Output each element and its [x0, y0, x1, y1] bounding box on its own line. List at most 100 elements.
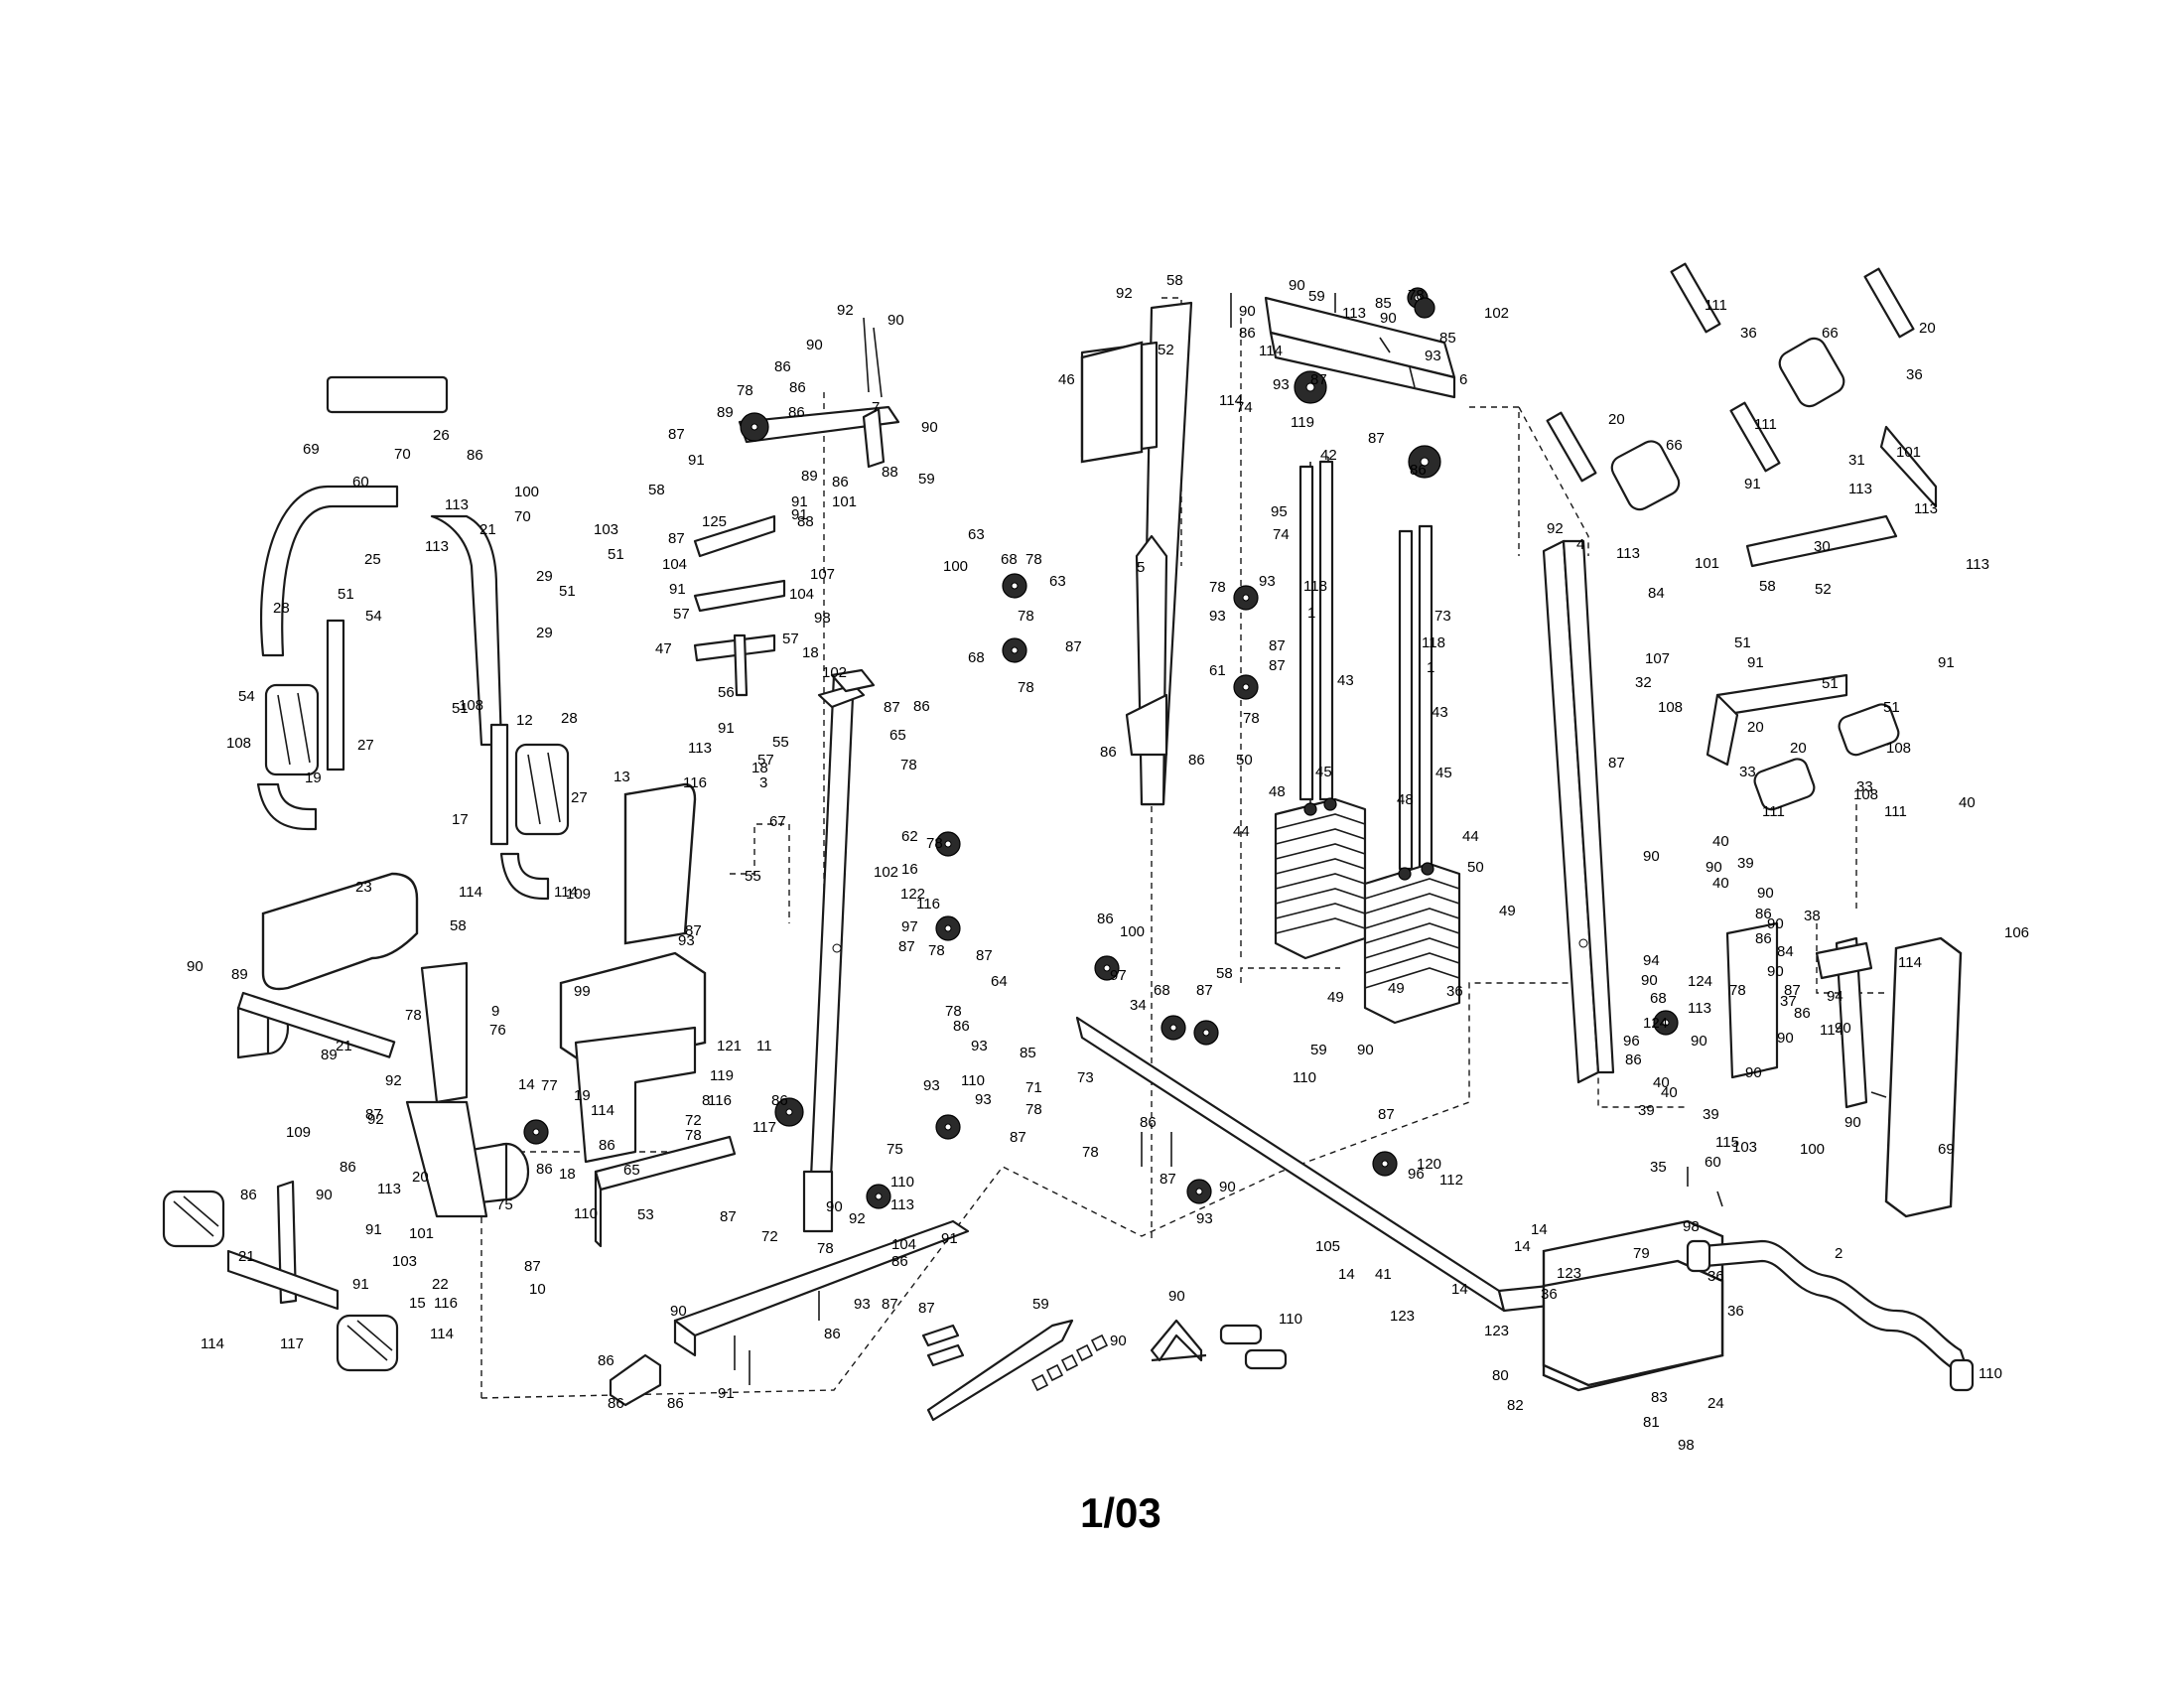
callout-label: 90: [1777, 1030, 1794, 1047]
callout-label: 78: [1209, 579, 1226, 596]
callout-label: 110: [890, 1174, 914, 1191]
callout-label: 51: [338, 586, 354, 603]
callout-label: 96: [1623, 1033, 1640, 1050]
callout-label: 52: [1158, 342, 1174, 358]
callout-label: 124: [1688, 973, 1712, 990]
callout-label: 113: [377, 1181, 401, 1197]
callout-label: 98: [814, 610, 831, 627]
callout-label: 94: [1643, 952, 1660, 969]
callout-label: 14: [1451, 1281, 1468, 1298]
callout-label: 64: [991, 973, 1008, 990]
callout-label: 93: [1259, 573, 1276, 590]
callout-label: 90: [670, 1303, 687, 1320]
callout-label: 89: [801, 468, 818, 485]
callout-label: 117: [280, 1335, 304, 1352]
callout-label: 93: [1196, 1210, 1213, 1227]
callout-label: 95: [1271, 503, 1288, 520]
callout-label: 57: [757, 752, 774, 769]
callout-label: 118: [1422, 634, 1445, 651]
callout-label: 93: [975, 1091, 992, 1108]
callout-label: 102: [1484, 305, 1509, 322]
callout-label: 49: [1388, 980, 1405, 997]
callout-label: 5: [1137, 559, 1145, 576]
callout-label: 108: [1658, 699, 1683, 716]
callout-label: 85: [1020, 1045, 1036, 1061]
callout-label: 82: [1507, 1397, 1524, 1414]
callout-label: 90: [1357, 1042, 1374, 1058]
callout-label: 90: [826, 1198, 843, 1215]
callout-label: 90: [1641, 972, 1658, 989]
callout-label: 87: [668, 426, 685, 443]
upper-right-accessories: [1546, 262, 1938, 811]
callout-label: 112: [1439, 1172, 1463, 1189]
callout-label: 86: [1100, 744, 1117, 761]
callout-label: 86: [608, 1395, 624, 1412]
callout-label: 86: [1239, 325, 1256, 342]
callout-label: 44: [1462, 828, 1479, 845]
callout-label: 72: [761, 1228, 778, 1245]
callout-label: 114: [1219, 392, 1243, 409]
callout-label: 44: [1233, 823, 1250, 840]
callout-label: 114: [201, 1335, 224, 1352]
seat-41: [1542, 1259, 1724, 1387]
seat-assembly: [574, 1026, 737, 1248]
callout-label: 16: [901, 861, 918, 878]
callout-label: 78: [737, 382, 753, 399]
callout-label: 86: [1794, 1005, 1811, 1022]
callout-label: 101: [832, 493, 857, 510]
callout-label: 87: [1196, 982, 1213, 999]
callout-label: 91: [718, 720, 735, 737]
callout-label: 37: [1780, 993, 1797, 1010]
top-crossbar: [1264, 287, 1456, 399]
callout-label: 54: [365, 608, 382, 625]
callout-label: 91: [791, 506, 808, 523]
callout-label: 18: [802, 644, 819, 661]
callout-label: 18: [559, 1166, 576, 1183]
callout-label: 87: [685, 922, 702, 939]
callout-label: 114: [591, 1102, 614, 1119]
callout-label: 110: [1293, 1069, 1316, 1086]
callout-label: 34: [1130, 997, 1147, 1014]
callout-label: 100: [943, 558, 968, 575]
callout-label: 36: [1541, 1286, 1558, 1303]
callout-label: 17: [452, 811, 469, 828]
callout-label: 27: [571, 789, 588, 806]
callout-label: 86: [1625, 1052, 1642, 1068]
callout-label: 123: [1484, 1323, 1509, 1339]
callout-label: 107: [1645, 650, 1670, 667]
callout-label: 60: [1705, 1154, 1721, 1171]
callout-label: 63: [968, 526, 985, 543]
callout-label: 92: [837, 302, 854, 319]
callout-label: 86: [599, 1137, 615, 1154]
callout-label: 93: [678, 932, 695, 949]
callout-label: 1: [1427, 659, 1434, 676]
callout-label: 51: [452, 700, 469, 717]
callout-label: 65: [889, 727, 906, 744]
callout-label: 109: [286, 1124, 311, 1141]
callout-label: 86: [953, 1018, 970, 1035]
callout-label: 30: [1814, 538, 1831, 555]
callout-label: 84: [1777, 943, 1794, 960]
callout-label: 20: [412, 1169, 429, 1186]
callout-label: 74: [1273, 526, 1290, 543]
callout-label: 77: [541, 1077, 558, 1094]
callout-label: 90: [1110, 1333, 1127, 1349]
callout-label: 116: [708, 1092, 732, 1109]
callout-label: 86: [891, 1253, 908, 1270]
weight-stack-right: [1363, 524, 1461, 1025]
callout-label: 29: [536, 625, 553, 641]
callout-label: 91: [669, 581, 686, 598]
callout-label: 14: [1531, 1221, 1548, 1238]
callout-label: 87: [1608, 755, 1625, 772]
right-leg-frame: [1725, 921, 1873, 1109]
callout-label: 86: [832, 474, 849, 491]
press-arms: [256, 375, 570, 901]
callout-label: 124: [1643, 1015, 1668, 1032]
callout-label: 22: [432, 1276, 449, 1293]
callout-label: 23: [355, 879, 372, 896]
callout-label: 71: [1025, 1079, 1042, 1096]
callout-label: 19: [305, 770, 322, 786]
callout-label: 52: [1815, 581, 1832, 598]
callout-label: 100: [1120, 923, 1145, 940]
callout-label: 90: [1239, 303, 1256, 320]
